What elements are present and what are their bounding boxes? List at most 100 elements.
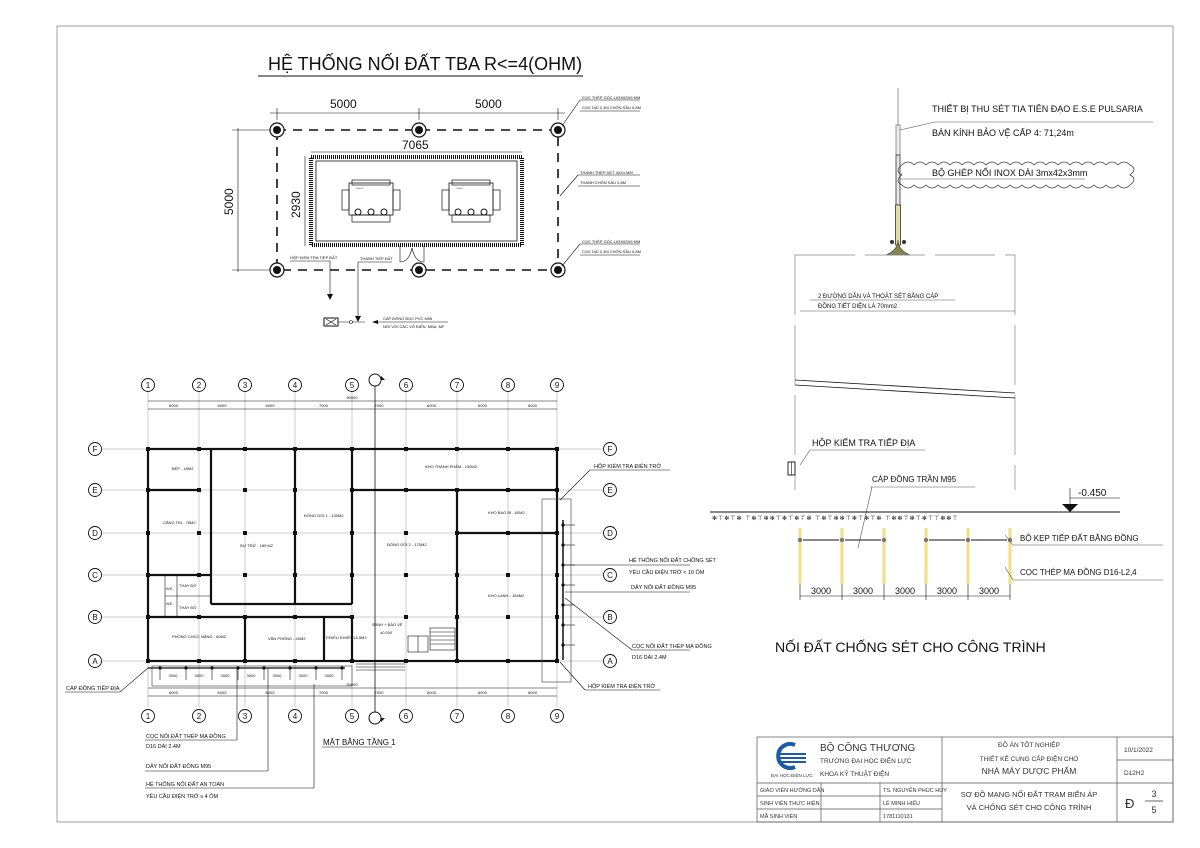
building-section xyxy=(794,254,1016,490)
sheet-title-1: SƠ ĐỒ MẠNG NỐI ĐẤT TRẠM BIẾN ÁP xyxy=(961,789,1098,799)
clamp-icon xyxy=(839,537,845,543)
dim-segment: 6000 xyxy=(266,690,276,695)
callout-wire-m95-left: DÂY NỐI ĐẤT ĐỒNG M95 xyxy=(145,668,269,772)
grid-label: 3 xyxy=(243,381,248,390)
grid-label: 7 xyxy=(455,712,460,721)
copper-rod xyxy=(1008,528,1012,584)
grid-bubble xyxy=(450,378,464,392)
grid-bubble xyxy=(88,654,102,668)
grid-label: 5 xyxy=(350,712,355,721)
sheet-border xyxy=(56,25,1174,823)
svg-text:HỘP KIỂM TRA TIẾP ĐẤT: HỘP KIỂM TRA TIẾP ĐẤT xyxy=(290,255,338,260)
substation-room xyxy=(309,155,524,247)
svg-text:THANH CHÔN SÂU 0,8M: THANH CHÔN SÂU 0,8M xyxy=(580,180,626,185)
room-label: THAY ĐỒ xyxy=(179,583,196,588)
room-label: WC xyxy=(166,586,173,591)
grid-label: 9 xyxy=(555,381,560,390)
dim-segment: 7000 xyxy=(319,403,329,408)
grid-bubble xyxy=(603,610,617,624)
svg-text:▫▫▫▫: ▫▫▫▫ xyxy=(356,186,363,192)
svg-text:YÊU CẦU ĐIỆN TRỞ ≤ 4 ÔM: YÊU CẦU ĐIỆN TRỞ ≤ 4 ÔM xyxy=(146,792,219,800)
room-label: PHÒNG CHỨC NĂNG - 60M2 xyxy=(172,634,227,639)
advisor-label: GIÁO VIÊN HƯỚNG DẪN xyxy=(760,786,824,794)
door-icon xyxy=(399,245,425,263)
svg-text:CỌC NỐI ĐẤT THÉP MẠ ĐỒNG: CỌC NỐI ĐẤT THÉP MẠ ĐỒNG xyxy=(146,733,226,740)
grid-bubble xyxy=(399,378,413,392)
callout-safety-sys: HỆ THỐNG NỐI ĐẤT AN TOÀN YÊU CẦU ĐIỆN TR… xyxy=(145,684,315,800)
svg-text:CỌC THÉP GÓC L63X63X6 MM: CỌC THÉP GÓC L63X63X6 MM xyxy=(582,239,640,244)
revision-cloud xyxy=(897,161,1135,189)
lightning-earth-zone xyxy=(541,498,572,683)
svg-text:CỌC THÉP GÓC L63X63X6 MM: CỌC THÉP GÓC L63X63X6 MM xyxy=(582,95,640,100)
svg-text:THANH TIẾP ĐẤT: THANH TIẾP ĐẤT xyxy=(360,256,393,261)
transformer-icon: ▫▫▫▫ xyxy=(341,179,401,223)
safety-earth-zone xyxy=(151,665,353,687)
callout-rod-top: CỌC THÉP GÓC L63X63X6 MM CỌC DÀI 2,4M CH… xyxy=(561,95,641,127)
testbox-label: HỘP KIỂM TRA TIẾP ĐỊA xyxy=(812,437,915,448)
grid-bubble xyxy=(450,709,464,723)
room-label: THAY ĐỒ xyxy=(179,605,196,610)
dim-segment: 6000 xyxy=(218,403,228,408)
callout-cable: CÁP ĐỒNG BỌC PVC M95 NỐI VỚI CÁC VỎ ĐIỆN… xyxy=(372,316,448,329)
student-label: SINH VIÊN THỰC HIỆN xyxy=(760,799,820,807)
downconductor-label-1: 2 ĐƯỜNG DẪN VÀ THOÁT SÉT BẰNG CÁP xyxy=(818,292,938,300)
rod-spacing: 3000 xyxy=(273,673,283,678)
copper-rod xyxy=(840,528,844,584)
sheet-number: 3 xyxy=(1151,789,1156,799)
copper-rod xyxy=(966,528,970,584)
room-label: VĂN PHÒNG - 40M2 xyxy=(268,636,306,641)
grid-label: C xyxy=(92,571,98,580)
transformer-icon: ▫▫▫▫ xyxy=(441,179,501,223)
floorplan-title: MẶT BẰNG TẦNG 1 xyxy=(323,737,396,747)
student-id-label: MÃ SINH VIÊN xyxy=(760,812,797,820)
downconductor-label-2: ĐỒNG TIẾT DIỆN LÀ 70mm2 xyxy=(818,302,898,310)
grid-bubble xyxy=(550,378,564,392)
dim-segment: 6000 xyxy=(169,403,179,408)
sheet-total: 5 xyxy=(1151,805,1156,815)
rod-spacing: 3000 xyxy=(811,586,831,596)
sheet-prefix: Đ xyxy=(1125,796,1134,811)
grid-label: C xyxy=(607,571,613,580)
grid-label: 4 xyxy=(293,712,298,721)
grid-label: A xyxy=(92,657,98,666)
svg-text:HỘP KIỂM TRA ĐIỆN TRỞ: HỘP KIỂM TRA ĐIỆN TRỞ xyxy=(594,462,661,470)
dim-segment: 7000 xyxy=(319,690,329,695)
grid-label: 7 xyxy=(455,381,460,390)
column-node xyxy=(243,573,247,577)
grid-label: F xyxy=(608,445,613,454)
grid-bubble xyxy=(238,709,252,723)
lightning-device-label: THIẾT BỊ THU SÉT TIA TIÊN ĐẠO E.S.E PULS… xyxy=(932,104,1143,114)
date: 10/1/2022 xyxy=(1124,747,1153,754)
column-node xyxy=(243,488,247,492)
coupler-label: BỘ GHÉP NỐI INOX DÀI 3mx42x3mm xyxy=(932,167,1087,178)
room-label: CĂNG TIN - 76M2 xyxy=(163,520,196,525)
svg-text:HỆ THỐNG NỐI ĐẤT CHỐNG SÉT: HỆ THỐNG NỐI ĐẤT CHỐNG SÉT xyxy=(629,556,717,564)
dim-right-span: 5000 xyxy=(475,97,502,111)
dim-segment: 6000 xyxy=(169,690,179,695)
grid-label: 2 xyxy=(197,381,202,390)
ministry: BỘ CÔNG THƯƠNG xyxy=(820,741,915,754)
svg-text:CỌC NỐI ĐẤT THÉP MẠ ĐỒNG: CỌC NỐI ĐẤT THÉP MẠ ĐỒNG xyxy=(632,643,712,650)
dim-segment: 6000 xyxy=(478,690,488,695)
clamp-icon xyxy=(881,537,887,543)
rod-spacing: 3000 xyxy=(169,673,179,678)
stair-icon xyxy=(407,635,429,653)
svg-text:DÂY NỐI ĐẤT ĐỒNG M95: DÂY NỐI ĐẤT ĐỒNG M95 xyxy=(631,584,696,591)
svg-text:CỌC DÀI 2,4M CHÔN SÂU 0,8M: CỌC DÀI 2,4M CHÔN SÂU 0,8M xyxy=(582,249,641,254)
dim-segment: 6000 xyxy=(528,690,538,695)
svg-text:D16 DÀI 2.4M: D16 DÀI 2.4M xyxy=(146,743,181,750)
grid-bubble xyxy=(192,378,206,392)
earth-rods xyxy=(269,122,566,278)
downconductor-line xyxy=(794,379,1016,394)
callout-rod-bottom: CỌC THÉP GÓC L63X63X6 MM CỌC DÀI 2,4M CH… xyxy=(561,239,641,267)
grid-label: 1 xyxy=(146,712,151,721)
earth-rod xyxy=(411,122,427,138)
room-label: ĐÓNG GÓI 1 - 130M2 xyxy=(304,513,344,518)
grid-label: 5 xyxy=(350,381,355,390)
rod-spacing: 3000 xyxy=(221,673,231,678)
grid-label: 6 xyxy=(404,712,409,721)
substation-title: HỆ THỐNG NỐI ĐẤT TBA R<=4(OHM) xyxy=(268,53,582,74)
grid-label: 1 xyxy=(146,381,151,390)
rod-label: CỌC THÉP MẠ ĐỒNG D16-L2,4 xyxy=(1020,567,1137,577)
